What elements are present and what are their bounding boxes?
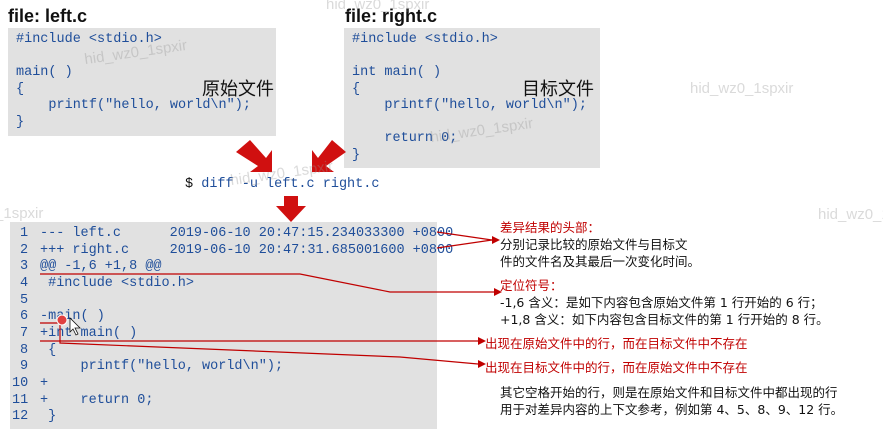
- right-code-box: #include <stdio.h> int main( ) { printf(…: [344, 28, 600, 168]
- plus-line-annotation: 出现在目标文件中的行，而在原始文件中不存在: [485, 360, 748, 375]
- diff-line-text: +int main( ): [40, 326, 138, 341]
- diff-command: $ diff -u left.c right.c: [185, 177, 379, 192]
- diff-line-number: 10: [12, 376, 29, 391]
- code-line: }: [352, 148, 361, 163]
- diff-line-number: 12: [12, 409, 29, 424]
- diff-line-text: --- left.c 2019-06-10 20:47:15.234033300…: [40, 226, 454, 241]
- diff-line-number: 2: [20, 243, 29, 258]
- header-annotation-title: 差异结果的头部：: [500, 220, 601, 235]
- code-line: #include <stdio.h>: [352, 32, 498, 47]
- code-line: int main( ): [352, 65, 442, 80]
- down-arrow-icon: [312, 140, 346, 172]
- header-annotation-desc: 分别记录比较的原始文件与目标文 件的文件名及其最后一次变化时间。: [500, 237, 701, 269]
- locator-annotation-title: 定位符号：: [500, 278, 563, 293]
- diff-line-number: 4: [20, 276, 29, 291]
- diff-line-number: 8: [20, 343, 29, 358]
- left-file-title: file: left.c: [8, 6, 88, 26]
- code-line: printf("hello, world\n");: [16, 98, 251, 113]
- diff-line-number: 1: [20, 226, 29, 241]
- minus-line-annotation: 出现在原始文件中的行，而在目标文件中不存在: [485, 336, 748, 351]
- code-line: }: [16, 115, 25, 130]
- diff-line-text: +: [40, 376, 49, 391]
- down-arrow-icon: [236, 140, 272, 172]
- diff-line-number: 7: [20, 326, 29, 341]
- diff-line-text: + return 0;: [40, 393, 154, 408]
- diff-line-number: 11: [12, 393, 29, 408]
- diff-line-number: 9: [20, 359, 29, 374]
- locator-annotation-desc: -1,6 含义：是如下内容包含原始文件第 1 行开始的 6 行； +1,8 含义…: [500, 295, 829, 327]
- diff-output-box: 1 --- left.c 2019-06-10 20:47:15.2340333…: [10, 222, 453, 429]
- code-line: #include <stdio.h>: [16, 32, 162, 47]
- code-line: return 0;: [352, 131, 458, 146]
- diff-line-text: +++ right.c 2019-06-10 20:47:31.68500160…: [40, 243, 454, 258]
- down-arrow-icon: [276, 196, 306, 222]
- diff-line-number: 3: [20, 259, 29, 274]
- diff-line-text: #include <stdio.h>: [40, 276, 194, 291]
- right-file-title: file: right.c: [345, 6, 438, 26]
- diff-line-text: -main( ): [40, 309, 105, 324]
- code-line: main( ): [16, 65, 73, 80]
- diff-line-number: 5: [20, 293, 29, 308]
- diff-line-number: 6: [20, 309, 29, 324]
- code-line: {: [352, 82, 361, 97]
- left-code-box: #include <stdio.h> main( ) { printf("hel…: [8, 28, 276, 136]
- right-caption: 目标文件: [522, 79, 594, 100]
- watermark: hid_wz0_1spxir: [818, 206, 883, 223]
- command-text: diff -u left.c right.c: [201, 177, 380, 192]
- diff-line-text: @@ -1,6 +1,8 @@: [40, 259, 162, 274]
- command-prompt: $: [185, 177, 194, 192]
- diff-line-text: printf("hello, world\n");: [40, 359, 284, 374]
- context-line-annotation: 其它空格开始的行，则是在原始文件和目标文件中都出现的行 用于对差异内容的上下文参…: [500, 385, 844, 417]
- watermark: hid_wz0_1spxir: [690, 80, 794, 97]
- diff-line-text: }: [40, 409, 57, 424]
- code-line: {: [16, 82, 25, 97]
- code-line: printf("hello, world\n");: [352, 98, 587, 113]
- left-caption: 原始文件: [202, 79, 274, 100]
- watermark: hid_wz0_1spxir: [0, 205, 44, 222]
